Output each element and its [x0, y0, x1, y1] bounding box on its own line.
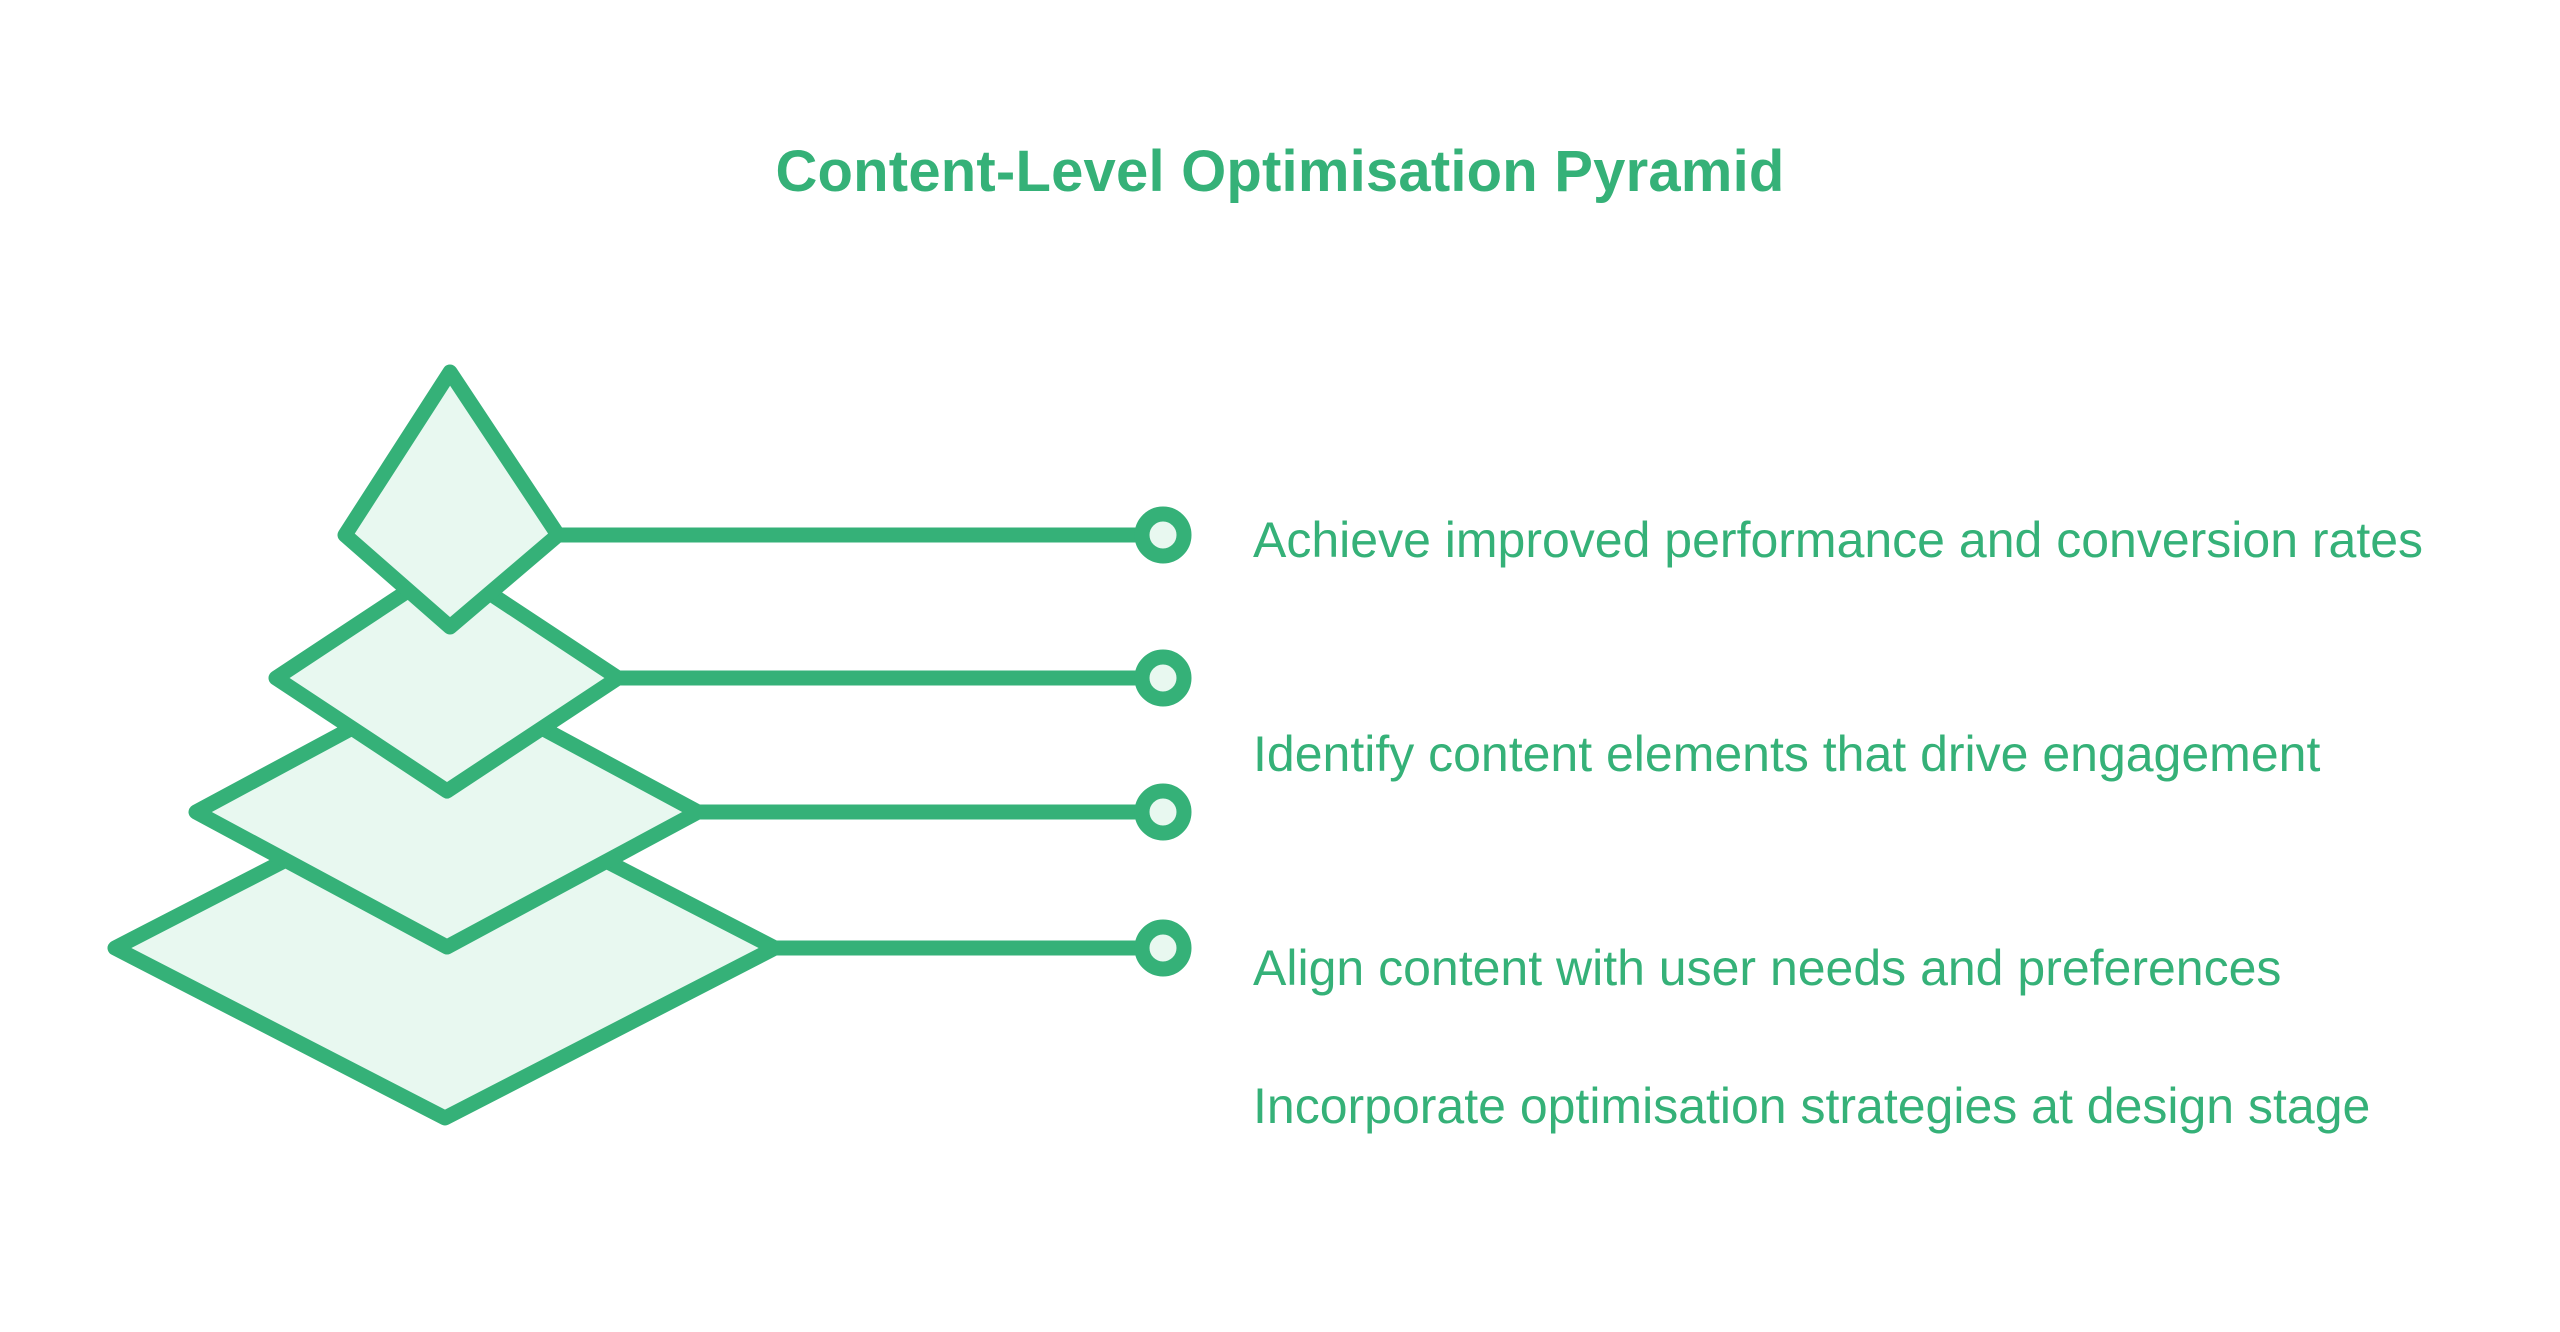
pyramid-level-3-shape[interactable] [188, 669, 706, 955]
pyramid-level-2-shape[interactable] [268, 557, 626, 799]
pyramid-level-1-shape[interactable] [337, 364, 566, 635]
ring-marker-3[interactable] [1134, 783, 1192, 841]
pyramid-level-3-label: Align content with user needs and prefer… [1253, 940, 2282, 996]
ring-marker-2[interactable] [1134, 649, 1192, 707]
page-title: Content-Level Optimisation Pyramid [775, 139, 1785, 204]
ring-marker-4[interactable] [1134, 919, 1192, 977]
pyramid-level-2-label: Identify content elements that drive eng… [1253, 726, 2321, 782]
pyramid-level-1-label: Achieve improved performance and convers… [1253, 512, 2424, 568]
pyramid-level-4-label: Incorporate optimisation strategies at d… [1253, 1078, 2371, 1134]
ring-marker-1[interactable] [1134, 506, 1192, 564]
